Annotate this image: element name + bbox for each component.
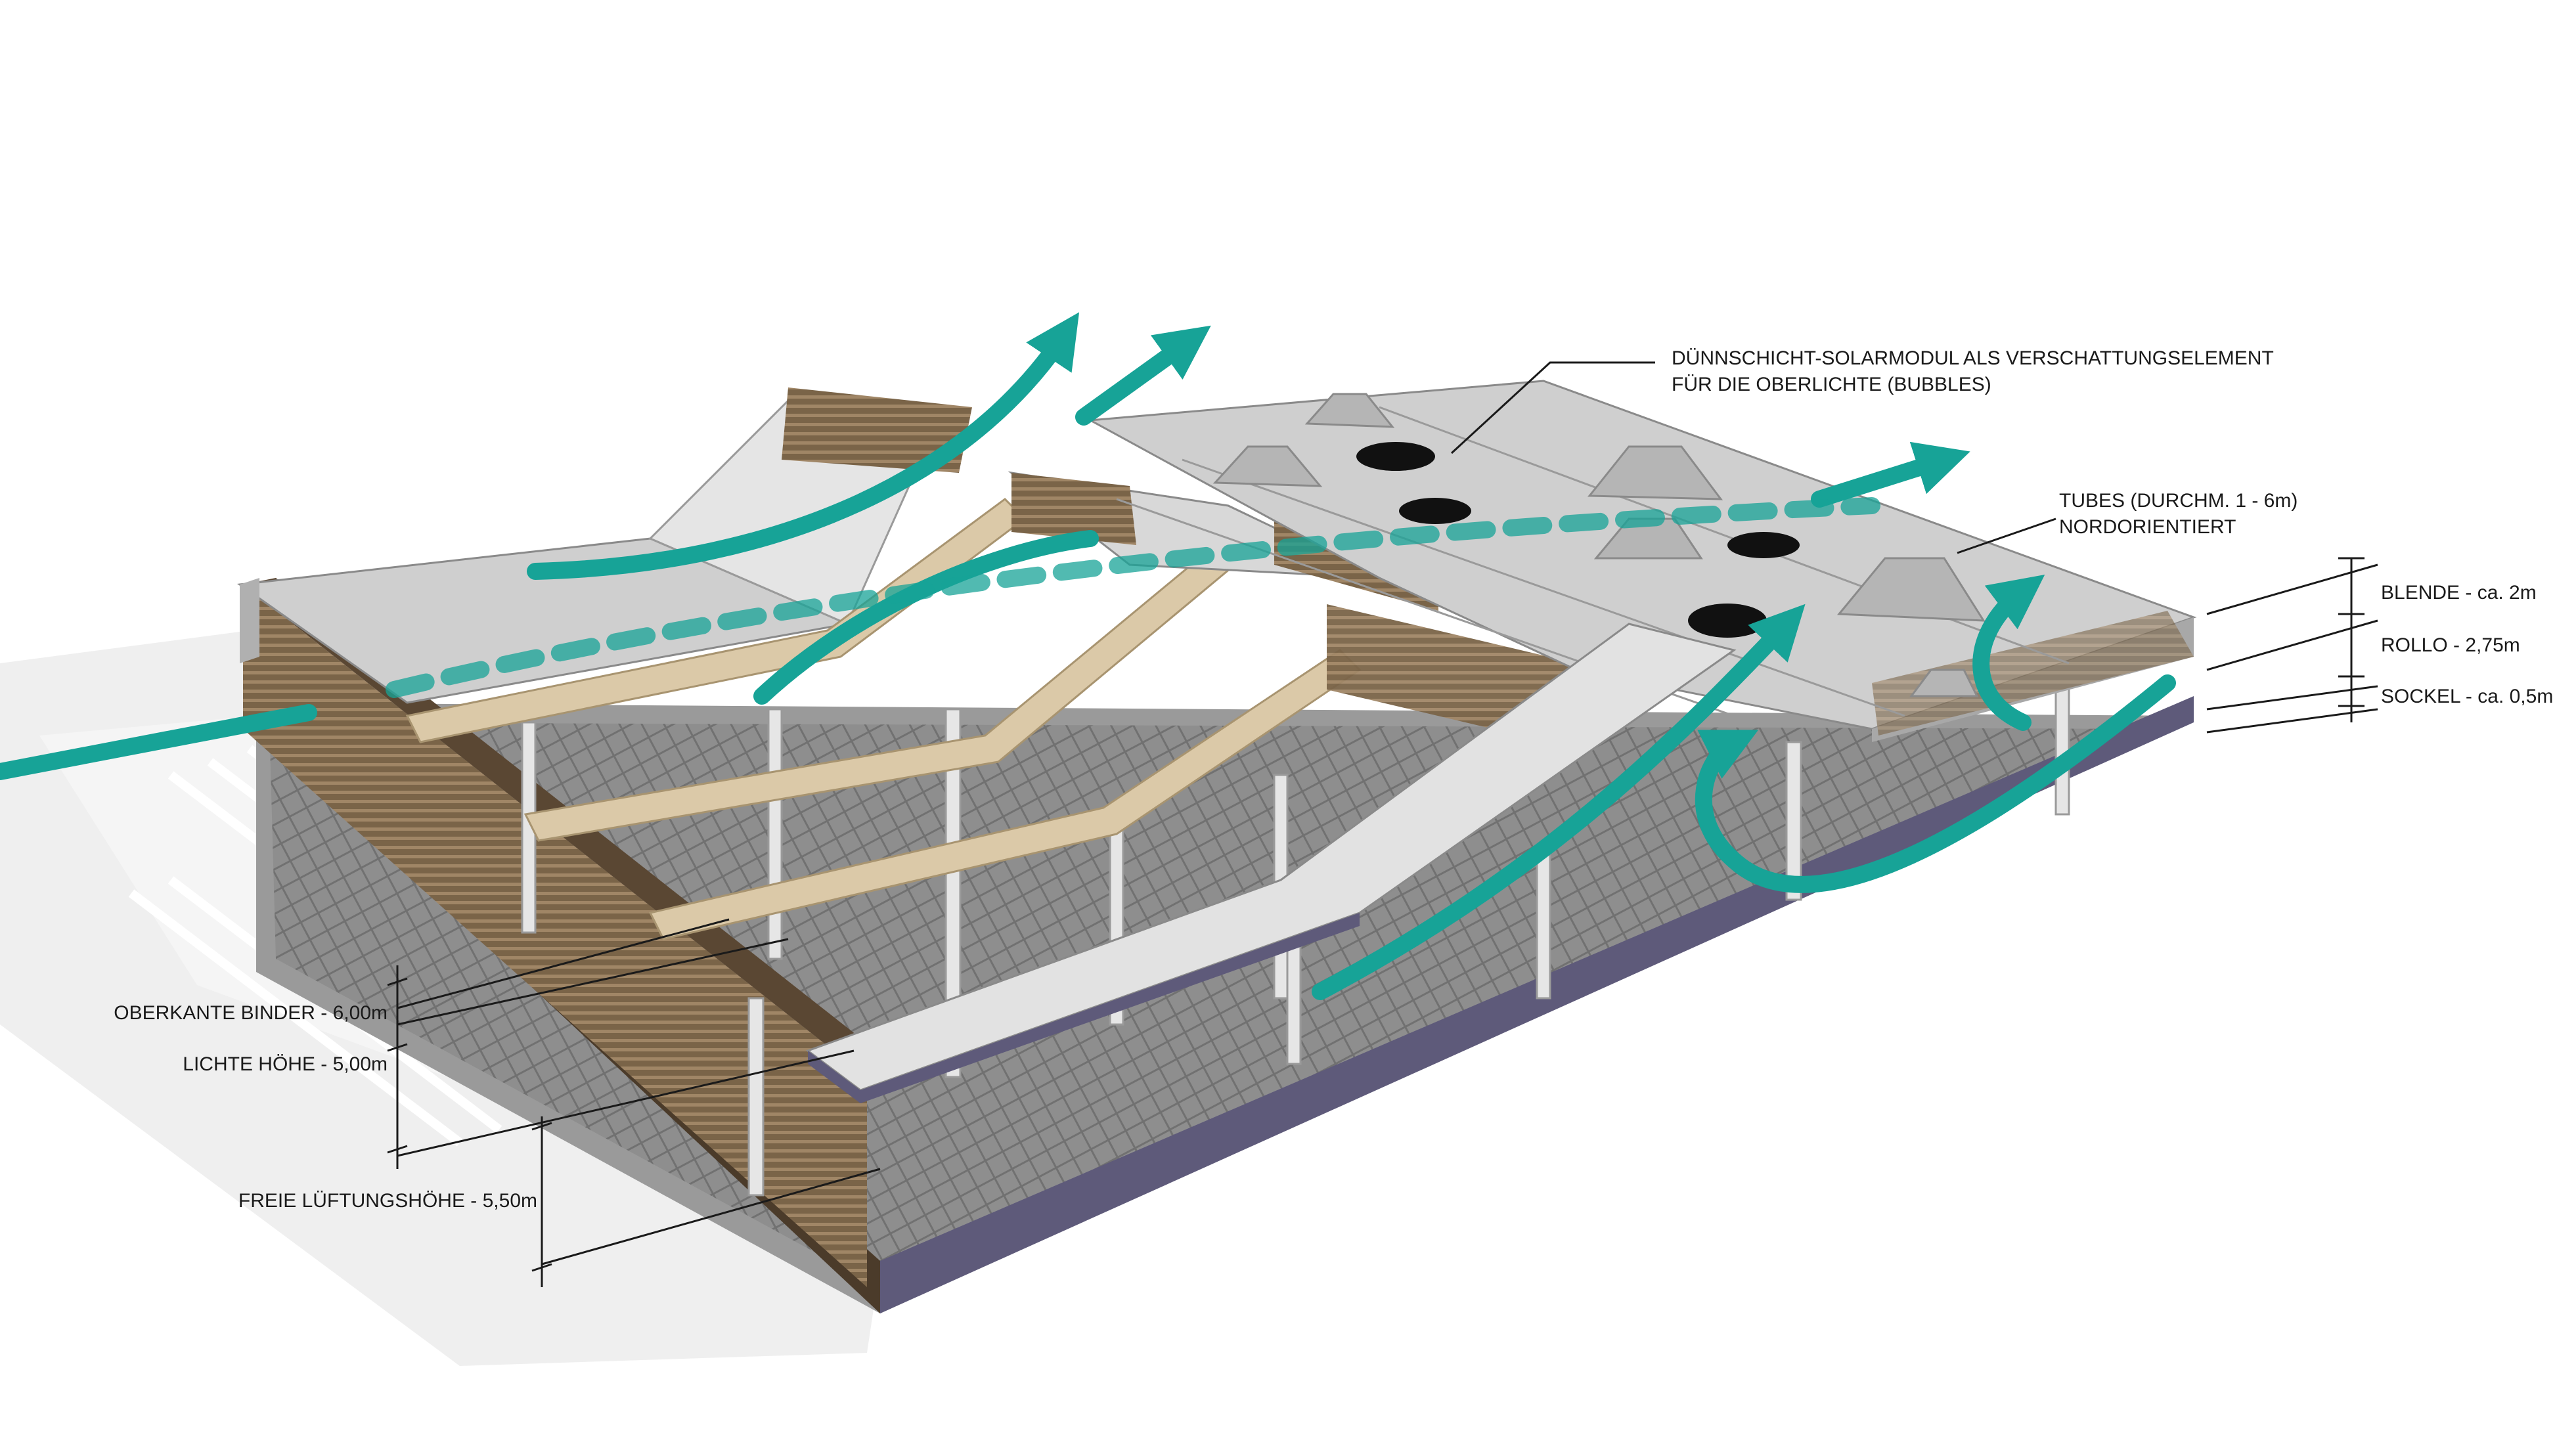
tubes-label-line2: NORDORIENTIERT [2059, 516, 2236, 538]
tubes-label-line1: TUBES (DURCHM. 1 - 6m) [2059, 490, 2298, 512]
dimension-label-blende: BLENDE - ca. 2m [2381, 582, 2537, 604]
solar-module-label-line2: FÜR DIE OBERLICHTE (BUBBLES) [1672, 374, 1991, 395]
roof-tubes [1212, 393, 1986, 697]
dimension-label-freie-lueftungshoehe: FREIE LÜFTUNGSHÖHE - 5,50m [238, 1190, 537, 1212]
airflow-inlet-arrow [0, 704, 317, 780]
annotation-tubes: TUBES (DURCHM. 1 - 6m) NORDORIENTIERT [2059, 490, 2298, 538]
dimension-label-sockel: SOCKEL - ca. 0,5m [2381, 686, 2553, 707]
solar-module-label-line1: DÜNNSCHICHT-SOLARMODUL ALS VERSCHATTUNGS… [1672, 347, 2274, 369]
dimension-chain-right [2206, 557, 2378, 734]
airflow-loop-arrow [1695, 674, 2176, 893]
tube-2 [1212, 445, 1323, 487]
tube-3 [1587, 445, 1723, 500]
roof-skylight-band [805, 623, 1737, 1103]
dimension-label-oberkante-binder: OBERKANTE BINDER - 6,00m [114, 1002, 388, 1024]
airflow-inner-arrow-2 [1312, 604, 1806, 1000]
airflow-roof-arrow-1 [527, 312, 1080, 580]
annotation-solar-module: DÜNNSCHICHT-SOLARMODUL ALS VERSCHATTUNGS… [1672, 347, 2274, 395]
airflow-roof-arrow-2 [1075, 325, 1211, 426]
tube-1 [1304, 393, 1395, 428]
tube-6 [1909, 669, 1979, 697]
tube-5 [1836, 557, 1986, 622]
annotation-leaders [1450, 361, 2056, 554]
airflow-tube-arrow [1972, 575, 2045, 731]
dimension-labels-right: BLENDE - ca. 2m ROLLO - 2,75m SOCKEL - c… [2381, 582, 2553, 707]
dimension-chain-left [387, 918, 881, 1287]
roof-left [236, 387, 972, 704]
airflow-arrows [0, 312, 2176, 1000]
airflow-exhaust-dashed [386, 497, 1880, 698]
airflow-roof-arrow-3 [1811, 441, 1970, 508]
dimension-label-rollo: ROLLO - 2,75m [2381, 634, 2520, 656]
roof-openings [1356, 442, 1800, 638]
dimension-labels-left: OBERKANTE BINDER - 6,00m LICHTE HÖHE - 5… [114, 1002, 537, 1212]
dimension-label-lichte-hoehe: LICHTE HÖHE - 5,00m [183, 1053, 388, 1075]
